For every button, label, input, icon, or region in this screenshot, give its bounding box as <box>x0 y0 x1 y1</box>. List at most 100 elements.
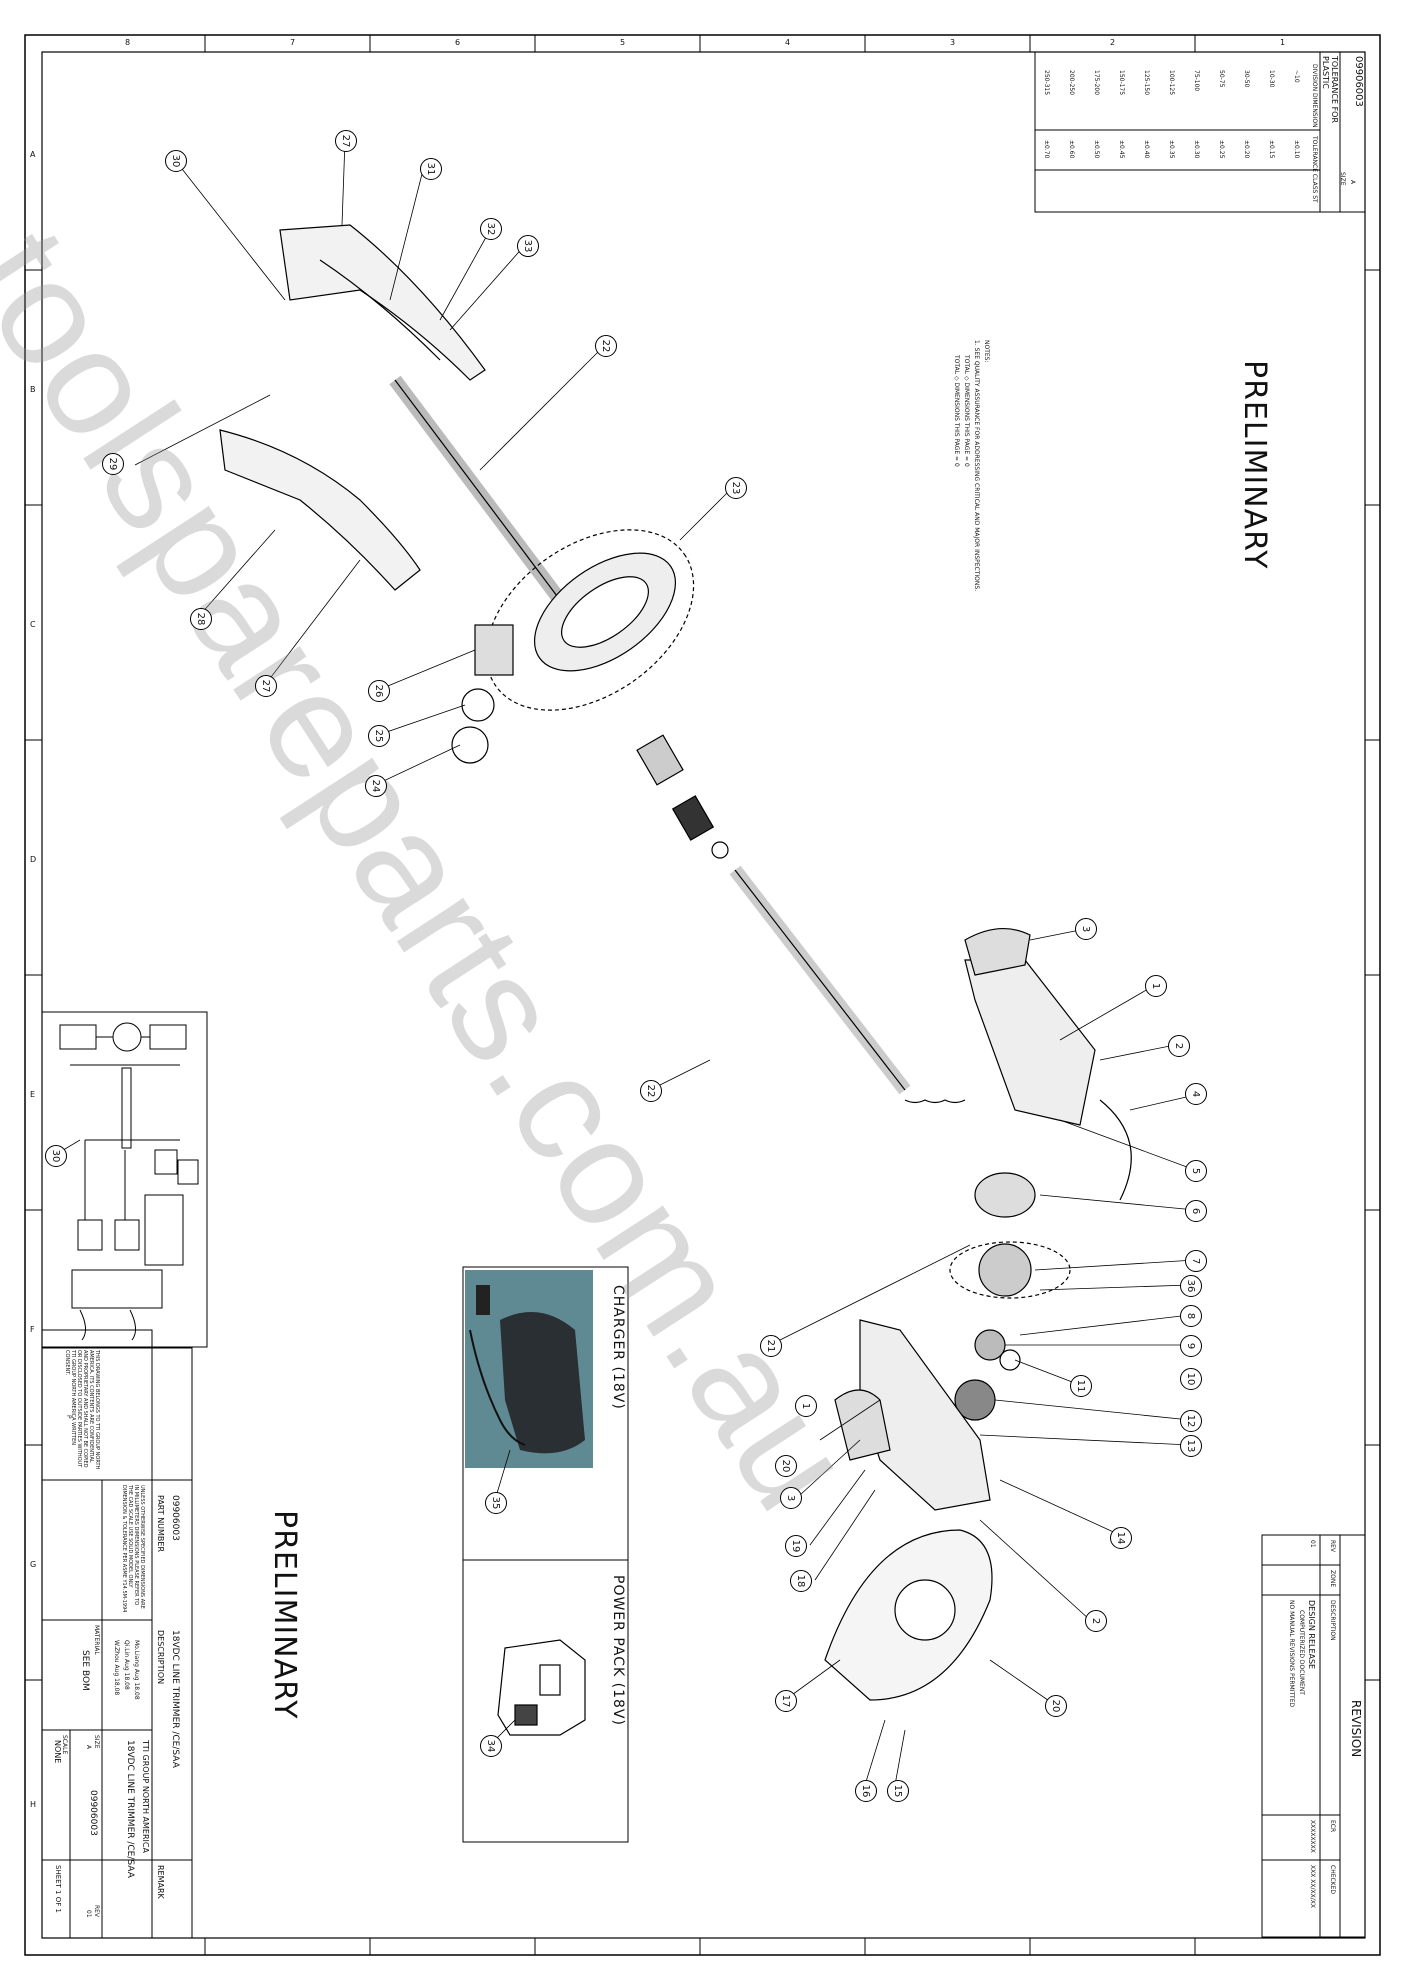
zone-label-top-6: 6 <box>455 38 461 47</box>
size-label: SIZE <box>93 1735 100 1749</box>
description-value: 18VDC LINE TRIMMER /CE/SAA <box>170 1630 180 1768</box>
callout-bubble-23: 23 <box>725 477 747 499</box>
sheet-label: SHEET 1 OF 1 <box>54 1865 62 1913</box>
wiring-schematic <box>41 1011 208 1348</box>
callout-bubble-5: 5 <box>1185 1160 1207 1182</box>
callout-bubble-7: 7 <box>1185 1250 1207 1272</box>
revision-note-2: NO MANUAL REVISIONS PERMITTED <box>1288 1600 1295 1708</box>
tol-row-tol: ±0.40 <box>1143 140 1150 159</box>
callout-bubble-21: 21 <box>760 1335 782 1357</box>
tol-row-dim: 125-150 <box>1143 70 1150 96</box>
tol-row-dim: 250-315 <box>1043 70 1050 96</box>
dwg-no-value: 09906003 <box>88 1790 98 1836</box>
part-3-cap <box>964 927 1031 976</box>
notes-line-3: TOTAL ◇ DIMENSIONS THIS PAGE = 0 <box>953 355 960 467</box>
zone-label-left-e: E <box>30 1090 36 1099</box>
tolerance-title-1: TOLERANCE FOR <box>1330 56 1339 124</box>
callout-bubble-1: 1 <box>1145 975 1167 997</box>
tol-row-tol: ±0.60 <box>1068 140 1075 159</box>
drawn-by: Mo.Liang Aug 18,08 <box>133 1640 140 1700</box>
callout-bubble-22: 22 <box>595 335 617 357</box>
revision-row-description: DESIGN RELEASE <box>1307 1600 1316 1670</box>
callout-bubble-31: 31 <box>420 158 442 180</box>
revision-header-zone: ZONE <box>1329 1570 1336 1588</box>
preliminary-banner-bottom: PRELIMINARY <box>267 1510 302 1720</box>
callout-bubble-15: 15 <box>887 1780 909 1802</box>
tolerance-title-2: PLASTIC <box>1321 56 1330 89</box>
tol-row-tol: ±0.70 <box>1043 140 1050 159</box>
tolerance-table-frame <box>1034 51 1366 213</box>
callout-bubble-36: 36 <box>1180 1275 1202 1297</box>
tolerance-col-tolerance: TOLERANCE CLASS ST <box>1311 136 1318 203</box>
tol-row-dim: ~10 <box>1293 70 1300 83</box>
callout-bubble-10: 10 <box>1180 1368 1202 1390</box>
callout-bubble-8: 8 <box>1180 1305 1202 1327</box>
tol-row-dim: 10-30 <box>1268 70 1275 88</box>
part-number-label: PART NUMBER <box>156 1495 165 1553</box>
revision-row-rev: 01 <box>1309 1540 1316 1548</box>
zone-label-top-8: 8 <box>125 38 131 47</box>
tolerance-col-dimension: DIVISION DIMENSION <box>1311 64 1318 128</box>
callout-bubble-3: 3 <box>1075 918 1097 940</box>
revision-row-checked: XXX XX/XX/XX <box>1309 1865 1316 1908</box>
callout-bubble-27: 27 <box>255 675 277 697</box>
drawing-title: 18VDC LINE TRIMMER /CE/SAA <box>125 1740 135 1878</box>
tol-row-tol: ±0.50 <box>1093 140 1100 159</box>
tol-row-dim: 150-175 <box>1118 70 1125 96</box>
rev-value: 01 <box>85 1910 92 1918</box>
size-value: A <box>85 1745 92 1750</box>
zone-label-left-b: B <box>30 385 36 394</box>
part-number-value: 09906003 <box>170 1495 180 1541</box>
revision-note-1: COMPUTERIZED DOCUMENT <box>1298 1610 1305 1695</box>
callout-bubble-9: 9 <box>1180 1335 1202 1357</box>
callout-bubble-20: 20 <box>775 1455 797 1477</box>
outer-frame <box>24 34 1381 1956</box>
rev-label: REV <box>93 1905 100 1918</box>
part-handle-upper <box>279 224 486 381</box>
zone-label-top-2: 2 <box>1110 38 1116 47</box>
material-label: MATERIAL <box>93 1625 100 1655</box>
revision-table-frame <box>1261 1534 1366 1938</box>
material-value: SEE BOM <box>80 1650 90 1691</box>
callout-bubble-22: 22 <box>640 1080 662 1102</box>
callout-bubble-29: 29 <box>102 453 124 475</box>
callout-bubble-18: 18 <box>790 1570 812 1592</box>
zone-label-top-4: 4 <box>785 38 791 47</box>
tol-row-tol: ±0.35 <box>1168 140 1175 159</box>
charger-label: CHARGER (18V) <box>610 1285 626 1410</box>
callout-bubble-30: 30 <box>165 150 187 172</box>
projection-label: P <box>65 1415 72 1419</box>
callout-bubble-17: 17 <box>775 1690 797 1712</box>
part-6 <box>974 1172 1036 1218</box>
tol-row-dim: 30-50 <box>1243 70 1250 88</box>
zone-label-left-g: G <box>30 1560 37 1569</box>
tolerance-drawing-no: 09906003 <box>1353 56 1364 107</box>
tol-row-tol: ±0.30 <box>1193 140 1200 159</box>
zone-label-left-a: A <box>30 150 36 159</box>
scale-label: SCALE <box>61 1735 68 1755</box>
callout-bubble-11: 11 <box>1070 1375 1092 1397</box>
exploded-view-parts <box>219 224 1132 1701</box>
tol-row-dim: 200-250 <box>1068 70 1075 96</box>
part-26 <box>474 624 514 676</box>
callout-bubble-4: 4 <box>1185 1083 1207 1105</box>
callout-bubble-25: 25 <box>368 725 390 747</box>
zone-label-top-3: 3 <box>950 38 956 47</box>
callout-bubble-28: 28 <box>190 608 212 630</box>
callout-bubble-32: 32 <box>480 218 502 240</box>
callout-bubble-34: 34 <box>480 1735 502 1757</box>
callout-bubble-13: 13 <box>1180 1435 1202 1457</box>
inner-frame <box>41 51 1366 1939</box>
tol-row-dim: 100-125 <box>1168 70 1175 96</box>
callout-bubble-33: 33 <box>517 235 539 257</box>
notes-line-1: 1. SEE QUALITY ASSURANCE FOR ADDRESSING … <box>973 340 980 592</box>
callout-bubble-2: 2 <box>1168 1035 1190 1057</box>
callout-bubble-3: 3 <box>780 1487 802 1509</box>
tol-row-dim: 75-100 <box>1193 70 1200 92</box>
scale-value: NONE <box>53 1740 62 1764</box>
callout-bubble-30: 30 <box>45 1145 67 1167</box>
preliminary-banner-top: PRELIMINARY <box>1237 360 1272 570</box>
remark-label: REMARK <box>156 1865 165 1899</box>
approved2-by: W.Zhou Aug 18,08 <box>113 1640 120 1696</box>
